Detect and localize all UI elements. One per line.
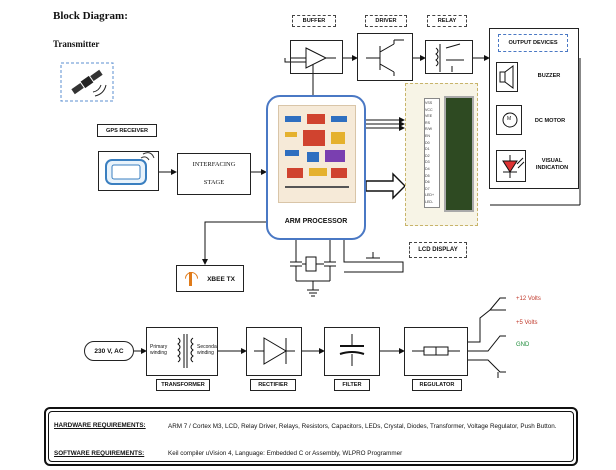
ac-input-block: 230 V, AC bbox=[84, 341, 134, 361]
lcd-pin-label: LED+ bbox=[425, 193, 435, 198]
connection-lines bbox=[134, 55, 581, 378]
lcd-pin-label: RS bbox=[425, 120, 430, 125]
transistor-symbol bbox=[366, 39, 404, 76]
arm-processor-label: ARM PROCESSOR bbox=[284, 218, 348, 225]
rectifier-label-box: RECTIFIER bbox=[250, 379, 296, 391]
visual-indication-row bbox=[496, 150, 526, 182]
motor-symbol-label: M bbox=[507, 116, 512, 122]
section-title-transmitter: Transmitter bbox=[53, 39, 100, 49]
regulator-block bbox=[404, 327, 468, 376]
software-requirements-text: Keil compiler uVision 4, Language: Embed… bbox=[168, 450, 403, 457]
arm-chip-illustration bbox=[278, 105, 356, 203]
buzzer-row bbox=[496, 62, 518, 92]
filter-label-box: FILTER bbox=[334, 379, 370, 391]
driver-block bbox=[357, 33, 413, 81]
gps-receiver-block bbox=[98, 151, 159, 191]
software-requirements-label: SOFTWARE REQUIREMENTS: bbox=[54, 450, 145, 457]
capacitor-symbol bbox=[339, 334, 365, 366]
big-arrow bbox=[365, 172, 406, 200]
requirements-panel: HARDWARE REQUIREMENTS: ARM 7 / Cortex M3… bbox=[44, 407, 578, 466]
lcd-screen bbox=[444, 96, 474, 212]
xbee-tx-block: XBEE TX bbox=[176, 265, 244, 292]
satellite-icon bbox=[60, 62, 114, 102]
regulator-label-box: REGULATOR bbox=[412, 379, 462, 391]
driver-label-box: DRIVER bbox=[365, 15, 407, 27]
led-icon bbox=[502, 155, 525, 178]
lcd-pin-label: D7 bbox=[425, 186, 430, 191]
gps-receiver-label-box: GPS RECEIVER bbox=[97, 124, 157, 137]
gnd-label: GND bbox=[516, 342, 530, 348]
gps-device-icon bbox=[105, 152, 155, 185]
lcd-pin-label: D2 bbox=[425, 153, 430, 158]
lcd-pin-label: D3 bbox=[425, 160, 430, 165]
dc-motor-label: DC MOTOR bbox=[534, 118, 566, 124]
transformer-symbol bbox=[177, 334, 194, 368]
transformer-block: Primary winding Seconda winding bbox=[146, 327, 218, 376]
buffer-label-box: BUFFER bbox=[292, 15, 336, 27]
relay-label-box: RELAY bbox=[427, 15, 467, 27]
visual-indication-label-line2: INDICATION bbox=[535, 165, 569, 171]
hardware-requirements-text: ARM 7 / Cortex M3, LCD, Relay Driver, Re… bbox=[168, 423, 557, 430]
lcd-pin-label: D1 bbox=[425, 147, 430, 152]
buzzer-label: BUZZER bbox=[537, 73, 561, 79]
lcd-pin-label: VEE bbox=[425, 114, 433, 119]
lcd-pin-label: D5 bbox=[425, 173, 430, 178]
crystal-oscillator-symbol bbox=[290, 256, 336, 297]
motor-icon bbox=[502, 112, 518, 128]
buffer-block bbox=[290, 40, 343, 74]
page-title: Block Diagram: bbox=[53, 10, 128, 22]
lcd-pin-label: R/W bbox=[425, 127, 432, 132]
lcd-pin-label: D6 bbox=[425, 180, 430, 185]
lcd-pin-label: LED- bbox=[425, 199, 434, 204]
speaker-icon bbox=[499, 65, 514, 89]
antenna-icon bbox=[182, 269, 201, 288]
requirements-inner-border bbox=[48, 411, 574, 462]
interfacing-stage-block: INTERFACING STAGE bbox=[177, 153, 251, 195]
resistor-symbol bbox=[412, 346, 460, 356]
relay-block bbox=[425, 40, 473, 74]
lcd-pin-label: EN bbox=[425, 133, 430, 138]
visual-indication-label-line1: VISUAL bbox=[541, 158, 563, 164]
lcd-pin-label: VSS bbox=[425, 101, 433, 105]
voltage-5v-label: +5 Volts bbox=[516, 320, 538, 326]
output-devices-panel bbox=[489, 28, 579, 189]
transformer-label-box: TRANSFORMER bbox=[156, 379, 210, 391]
rectifier-block bbox=[246, 327, 302, 376]
arm-processor-block: ARM PROCESSOR bbox=[266, 95, 366, 240]
lcd-pin-label: D0 bbox=[425, 140, 430, 145]
dc-motor-row bbox=[496, 105, 522, 135]
filter-block bbox=[324, 327, 380, 376]
push-button-symbol bbox=[366, 252, 380, 259]
voltage-12v-label: +12 Volts bbox=[516, 296, 541, 302]
diode-symbol bbox=[254, 337, 295, 365]
hardware-requirements-label: HARDWARE REQUIREMENTS: bbox=[54, 422, 146, 429]
relay-symbol bbox=[435, 43, 464, 72]
buffer-symbol bbox=[296, 47, 336, 69]
lcd-pin-header bbox=[424, 98, 440, 208]
output-devices-header: OUTPUT DEVICES bbox=[498, 34, 568, 52]
lcd-pin-label: VCC bbox=[425, 107, 433, 112]
lcd-pin-label: D4 bbox=[425, 166, 430, 171]
lcd-display-label-box: LCD DISPLAY bbox=[409, 242, 467, 258]
